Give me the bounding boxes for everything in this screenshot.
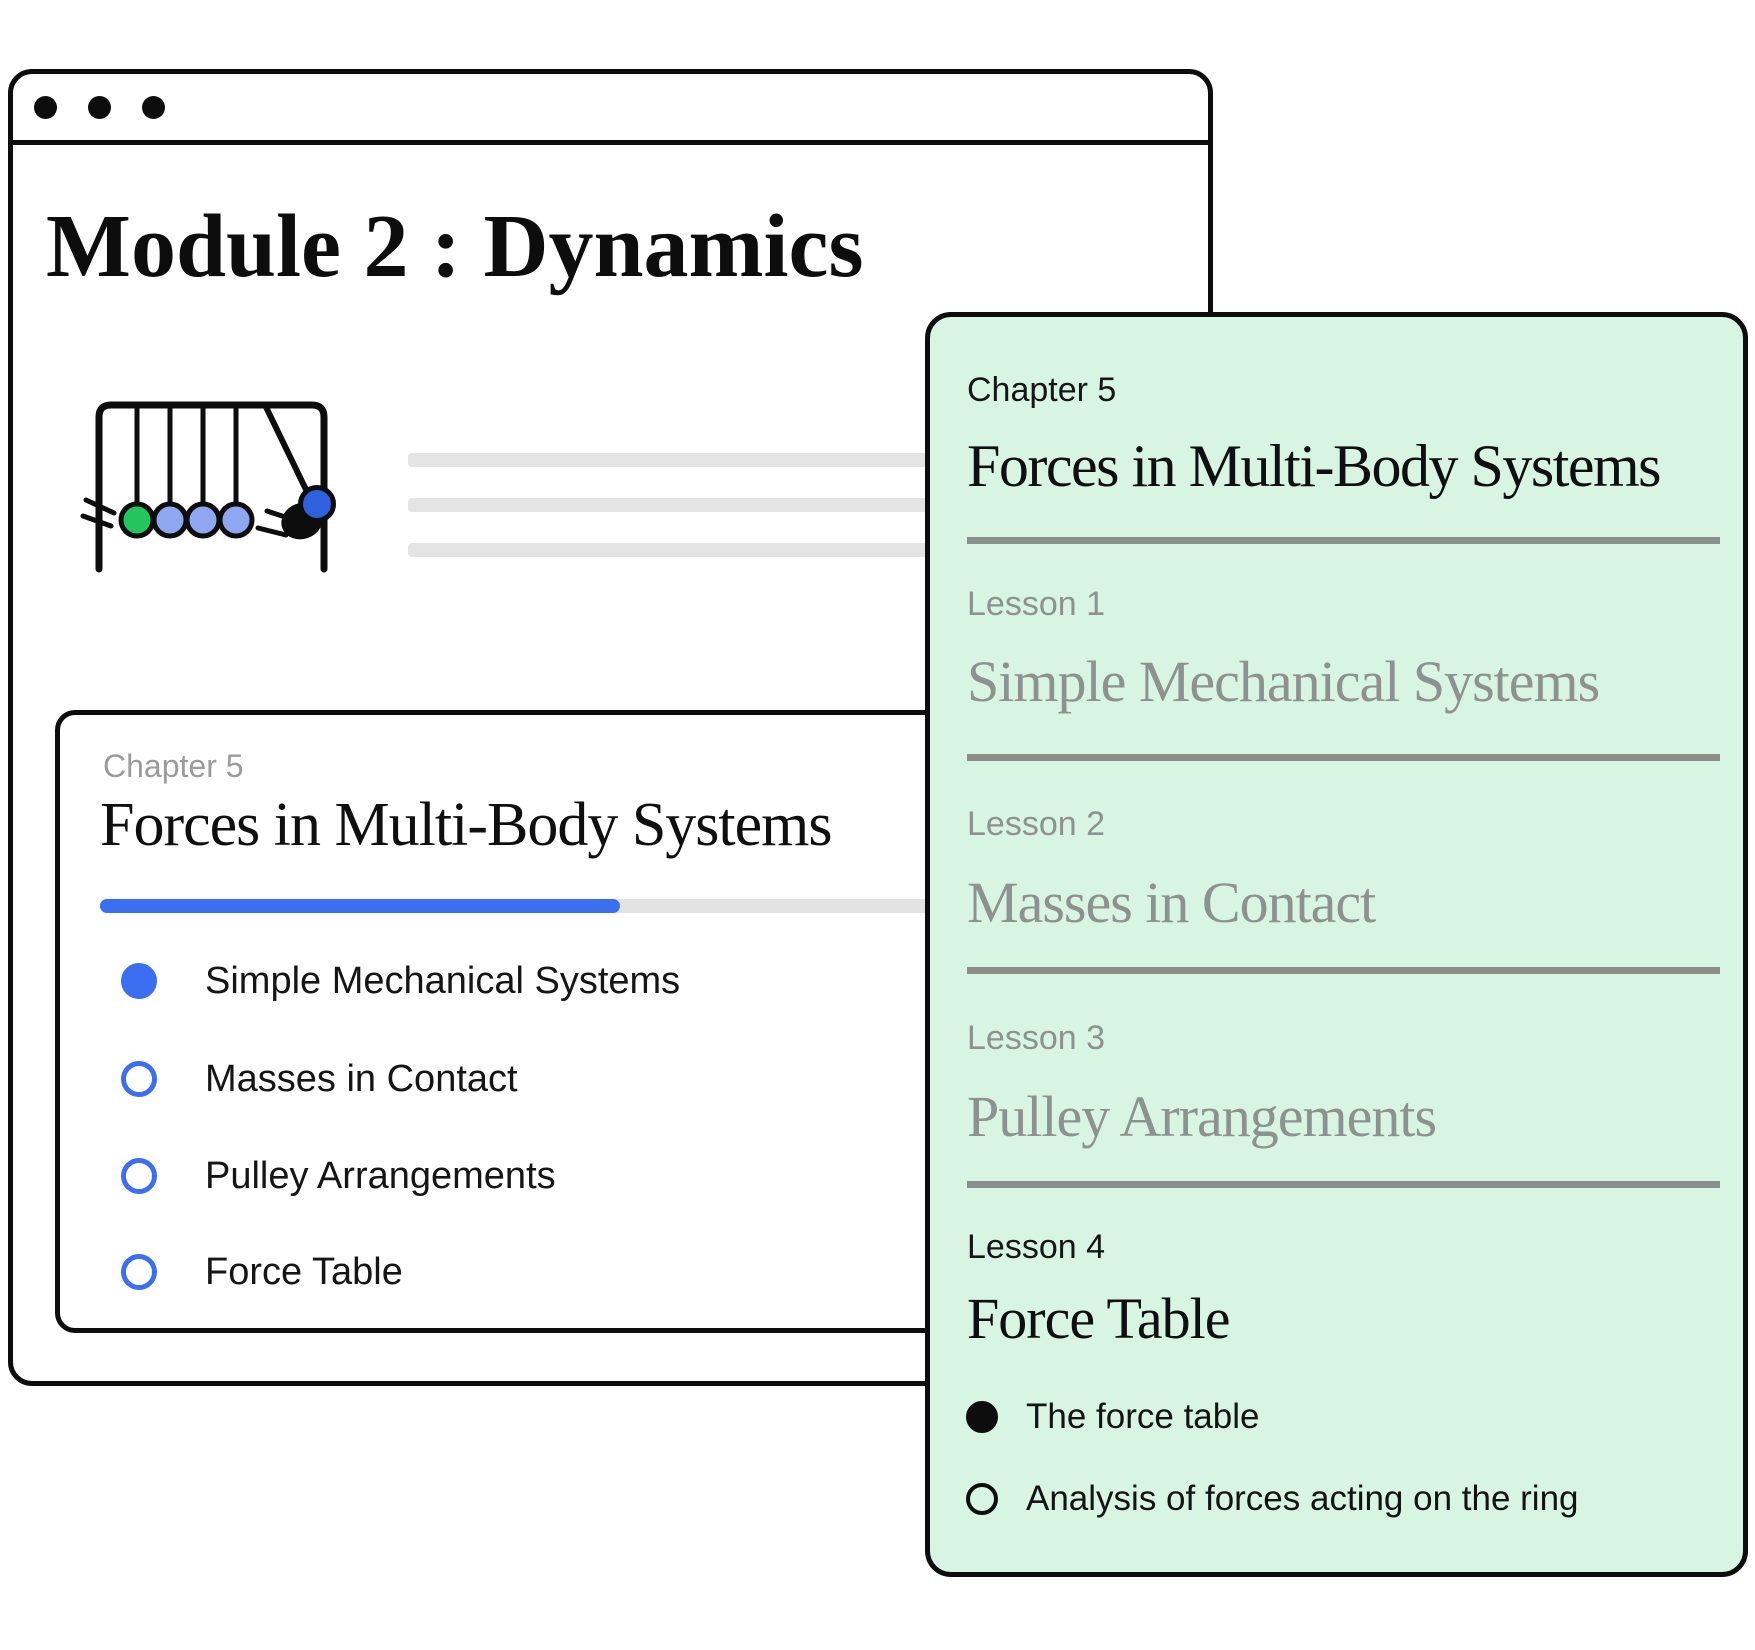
page-title: Module 2 : Dynamics (46, 197, 864, 296)
lesson-list-item[interactable]: Force Table (121, 1250, 403, 1293)
divider (967, 967, 1720, 974)
panel-title: Forces in Multi-Body Systems (967, 433, 1662, 499)
radio-icon (121, 1254, 157, 1290)
panel-lesson-label: Lesson 1 (967, 585, 1105, 623)
divider (967, 754, 1720, 761)
radio-icon (121, 1158, 157, 1194)
bullet-selected-icon (966, 1401, 998, 1433)
lesson-item-label: Masses in Contact (205, 1057, 518, 1100)
chapter-title: Forces in Multi-Body Systems (100, 791, 833, 859)
panel-lesson-label: Lesson 4 (967, 1228, 1105, 1266)
panel-lesson-label: Lesson 3 (967, 1019, 1105, 1057)
window-control-dot[interactable] (142, 95, 165, 119)
divider (967, 537, 1720, 544)
panel-lesson-title: Masses in Contact (967, 870, 1376, 935)
progress-bar-fill (100, 899, 621, 913)
panel-lesson-label: Lesson 2 (967, 805, 1105, 843)
chapter-label: Chapter 5 (103, 748, 244, 784)
topic-label: Analysis of forces acting on the ring (1026, 1479, 1579, 1518)
panel-lesson-title: Force Table (967, 1286, 1230, 1351)
lesson-list-item[interactable]: Masses in Contact (121, 1057, 518, 1100)
progress-bar (100, 899, 1120, 913)
topic-list-item[interactable]: Analysis of forces acting on the ring (966, 1479, 1579, 1518)
divider (967, 1181, 1720, 1188)
topic-list-item[interactable]: The force table (966, 1397, 1260, 1436)
lesson-item-label: Force Table (205, 1250, 403, 1293)
lesson-panel: Chapter 5 Forces in Multi-Body Systems L… (925, 312, 1748, 1577)
panel-chapter-label: Chapter 5 (967, 371, 1117, 409)
lesson-list-item[interactable]: Pulley Arrangements (121, 1154, 556, 1197)
window-control-dot[interactable] (88, 95, 111, 119)
window-titlebar (13, 74, 1208, 145)
panel-lesson-title: Pulley Arrangements (967, 1084, 1437, 1149)
lesson-list-item[interactable]: Simple Mechanical Systems (121, 959, 681, 1002)
radio-icon (121, 1061, 157, 1097)
radio-selected-icon (121, 963, 157, 999)
lesson-item-label: Simple Mechanical Systems (205, 959, 681, 1002)
bullet-icon (966, 1483, 998, 1515)
window-control-dot[interactable] (34, 95, 57, 119)
panel-lesson-title: Simple Mechanical Systems (967, 649, 1600, 714)
newtons-cradle-illustration (80, 401, 336, 573)
lesson-item-label: Pulley Arrangements (205, 1154, 556, 1197)
topic-label: The force table (1026, 1397, 1260, 1436)
